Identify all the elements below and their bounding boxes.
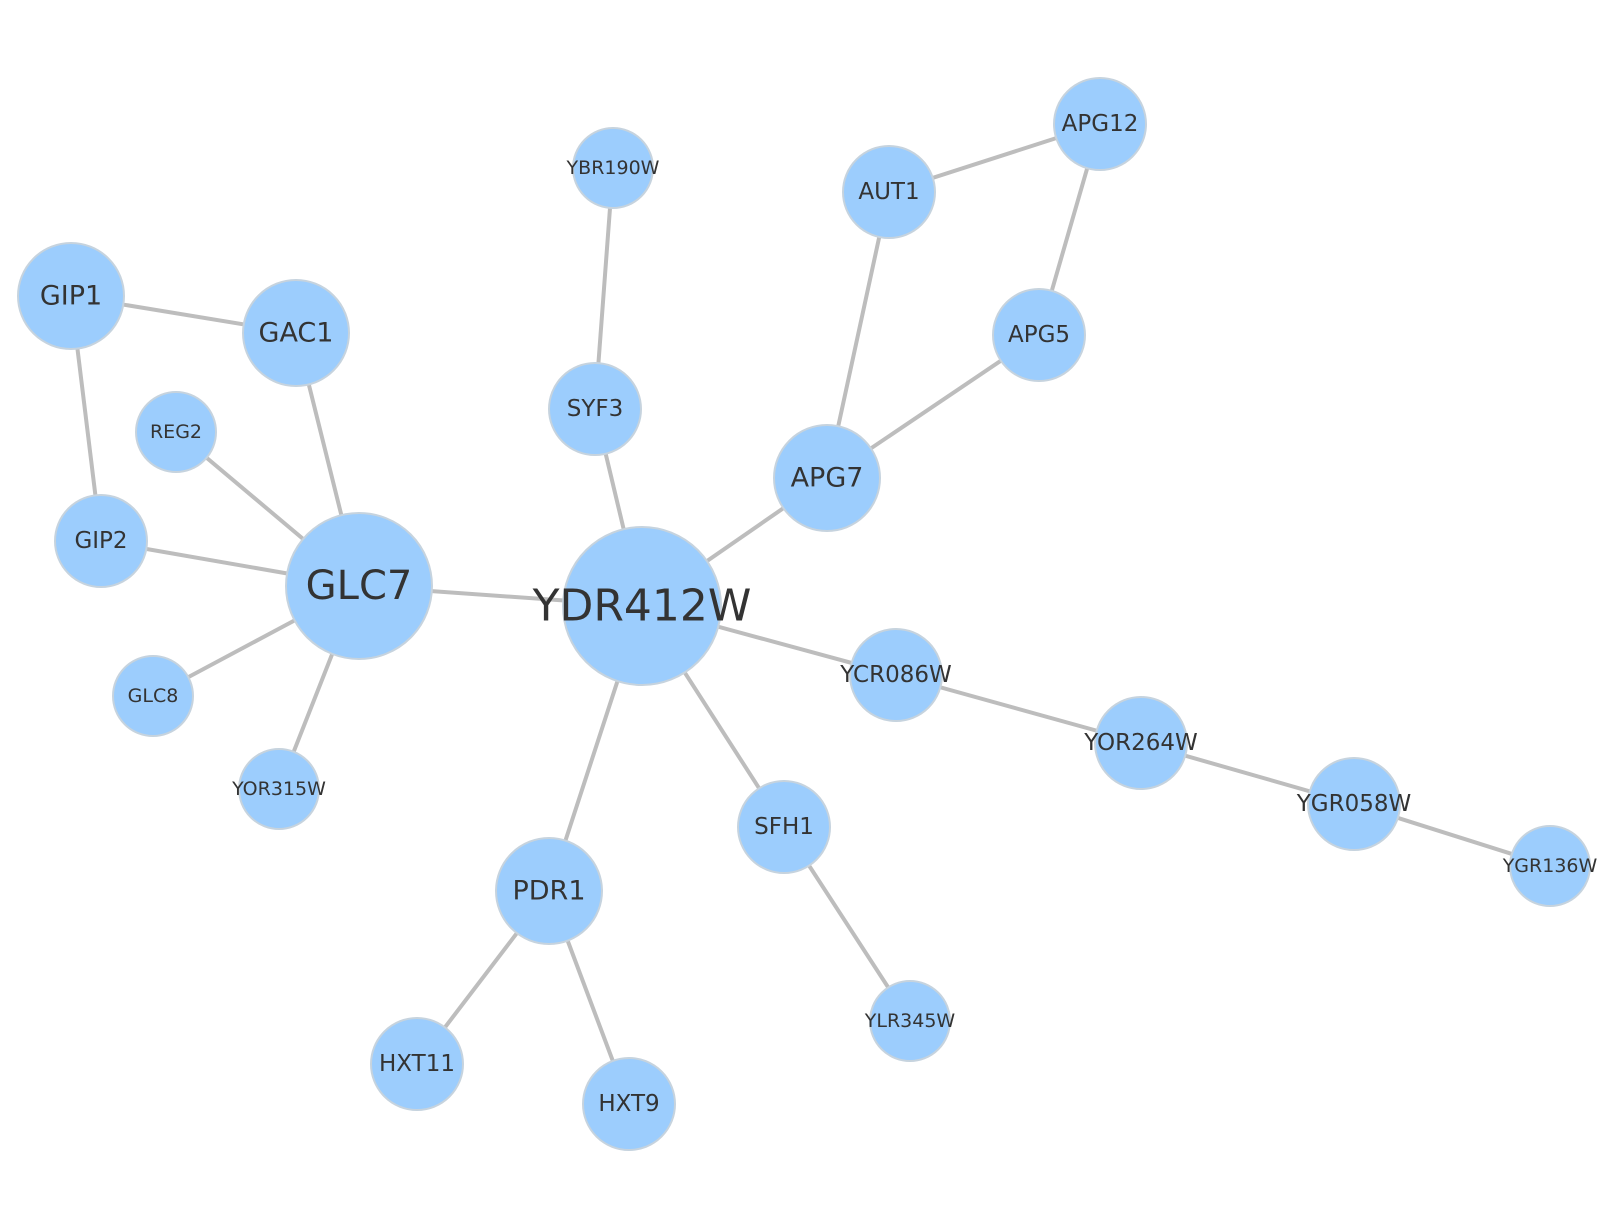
node-apg12[interactable]: APG12 xyxy=(1053,77,1147,171)
node-circle[interactable] xyxy=(849,628,943,722)
node-circle[interactable] xyxy=(54,494,148,588)
node-pdr1[interactable]: PDR1 xyxy=(495,837,603,945)
node-label: YDR412W xyxy=(532,581,752,632)
node-gac1[interactable]: GAC1 xyxy=(242,279,350,387)
node-circle[interactable] xyxy=(737,780,831,874)
node-label: GAC1 xyxy=(259,318,334,349)
node-label: YOR264W xyxy=(1083,730,1198,756)
node-circle[interactable] xyxy=(992,288,1086,382)
node-label: SFH1 xyxy=(754,814,814,840)
node-label: GLC8 xyxy=(128,685,179,707)
node-hxt11[interactable]: HXT11 xyxy=(370,1017,464,1111)
node-yor264w[interactable]: YOR264W xyxy=(1083,696,1198,790)
node-label: GIP2 xyxy=(74,528,127,554)
node-ycr086w[interactable]: YCR086W xyxy=(839,628,952,722)
node-label: APG7 xyxy=(791,463,864,494)
node-circle[interactable] xyxy=(773,424,881,532)
node-gip2[interactable]: GIP2 xyxy=(54,494,148,588)
node-glc8[interactable]: GLC8 xyxy=(112,655,194,737)
node-label: YLR345W xyxy=(864,1010,956,1032)
node-circle[interactable] xyxy=(1307,757,1401,851)
node-apg7[interactable]: APG7 xyxy=(773,424,881,532)
node-label: GIP1 xyxy=(40,281,102,312)
node-circle[interactable] xyxy=(548,362,642,456)
node-label: YGR058W xyxy=(1296,791,1412,817)
node-label: APG5 xyxy=(1008,322,1070,348)
node-gip1[interactable]: GIP1 xyxy=(17,242,125,350)
node-label: APG12 xyxy=(1062,111,1139,137)
node-circle[interactable] xyxy=(562,526,722,686)
node-circle[interactable] xyxy=(238,748,320,830)
node-circle[interactable] xyxy=(1053,77,1147,171)
node-label: HXT11 xyxy=(379,1051,455,1077)
node-circle[interactable] xyxy=(17,242,125,350)
node-ybr190w[interactable]: YBR190W xyxy=(566,127,660,209)
node-label: YCR086W xyxy=(839,662,951,688)
node-label: HXT9 xyxy=(598,1091,659,1117)
node-circle[interactable] xyxy=(495,837,603,945)
node-circle[interactable] xyxy=(285,512,433,660)
node-ylr345w[interactable]: YLR345W xyxy=(864,980,956,1062)
node-glc7[interactable]: GLC7 xyxy=(285,512,433,660)
node-label: YGR136W xyxy=(1502,855,1598,877)
node-hxt9[interactable]: HXT9 xyxy=(582,1057,676,1151)
node-label: REG2 xyxy=(150,421,202,443)
node-circle[interactable] xyxy=(1094,696,1188,790)
node-syf3[interactable]: SYF3 xyxy=(548,362,642,456)
node-circle[interactable] xyxy=(572,127,654,209)
node-circle[interactable] xyxy=(869,980,951,1062)
node-label: YBR190W xyxy=(566,157,660,179)
node-label: PDR1 xyxy=(512,876,585,907)
node-reg2[interactable]: REG2 xyxy=(135,391,217,473)
node-circle[interactable] xyxy=(112,655,194,737)
node-circle[interactable] xyxy=(1509,825,1591,907)
node-sfh1[interactable]: SFH1 xyxy=(737,780,831,874)
node-circle[interactable] xyxy=(582,1057,676,1151)
node-label: AUT1 xyxy=(858,179,919,205)
node-label: SYF3 xyxy=(567,396,624,422)
node-label: YOR315W xyxy=(231,778,326,800)
node-circle[interactable] xyxy=(370,1017,464,1111)
node-label: GLC7 xyxy=(306,563,413,609)
node-apg5[interactable]: APG5 xyxy=(992,288,1086,382)
node-ydr412w[interactable]: YDR412W xyxy=(532,526,752,686)
node-ygr058w[interactable]: YGR058W xyxy=(1296,757,1412,851)
node-yor315w[interactable]: YOR315W xyxy=(231,748,326,830)
node-ygr136w[interactable]: YGR136W xyxy=(1502,825,1598,907)
node-aut1[interactable]: AUT1 xyxy=(842,145,936,239)
node-circle[interactable] xyxy=(242,279,350,387)
node-circle[interactable] xyxy=(135,391,217,473)
node-circle[interactable] xyxy=(842,145,936,239)
